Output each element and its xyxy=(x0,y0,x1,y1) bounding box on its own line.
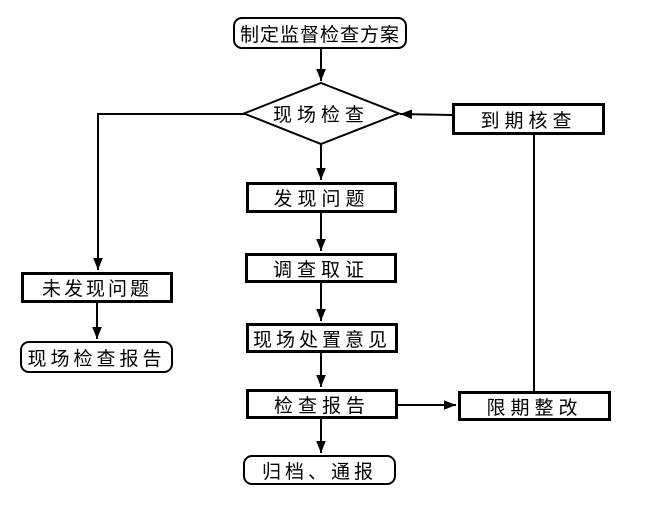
node-rectify-within-time-limit: 限期整改 xyxy=(458,391,611,421)
edge-due-to-inspect xyxy=(399,109,453,120)
node-due-verification: 到期核查 xyxy=(452,103,605,135)
node-on-site-inspection-decision: 现场检查 xyxy=(272,103,369,126)
node-make-inspection-plan: 制定监督检查方案 xyxy=(233,17,407,49)
node-on-site-inspection-report: 现场检查报告 xyxy=(20,341,173,373)
node-inspection-report: 检查报告 xyxy=(246,389,398,419)
node-problems-found: 发现问题 xyxy=(246,182,397,213)
edge-inspect-to-no-problem xyxy=(93,113,245,270)
node-on-site-disposal-opinion: 现场处置意见 xyxy=(246,323,398,353)
node-investigate-evidence: 调查取证 xyxy=(245,253,397,283)
decision-diamond-shape xyxy=(241,81,402,146)
node-no-problems-found: 未发现问题 xyxy=(21,272,173,303)
node-archive-notify: 归档、通报 xyxy=(243,455,396,485)
